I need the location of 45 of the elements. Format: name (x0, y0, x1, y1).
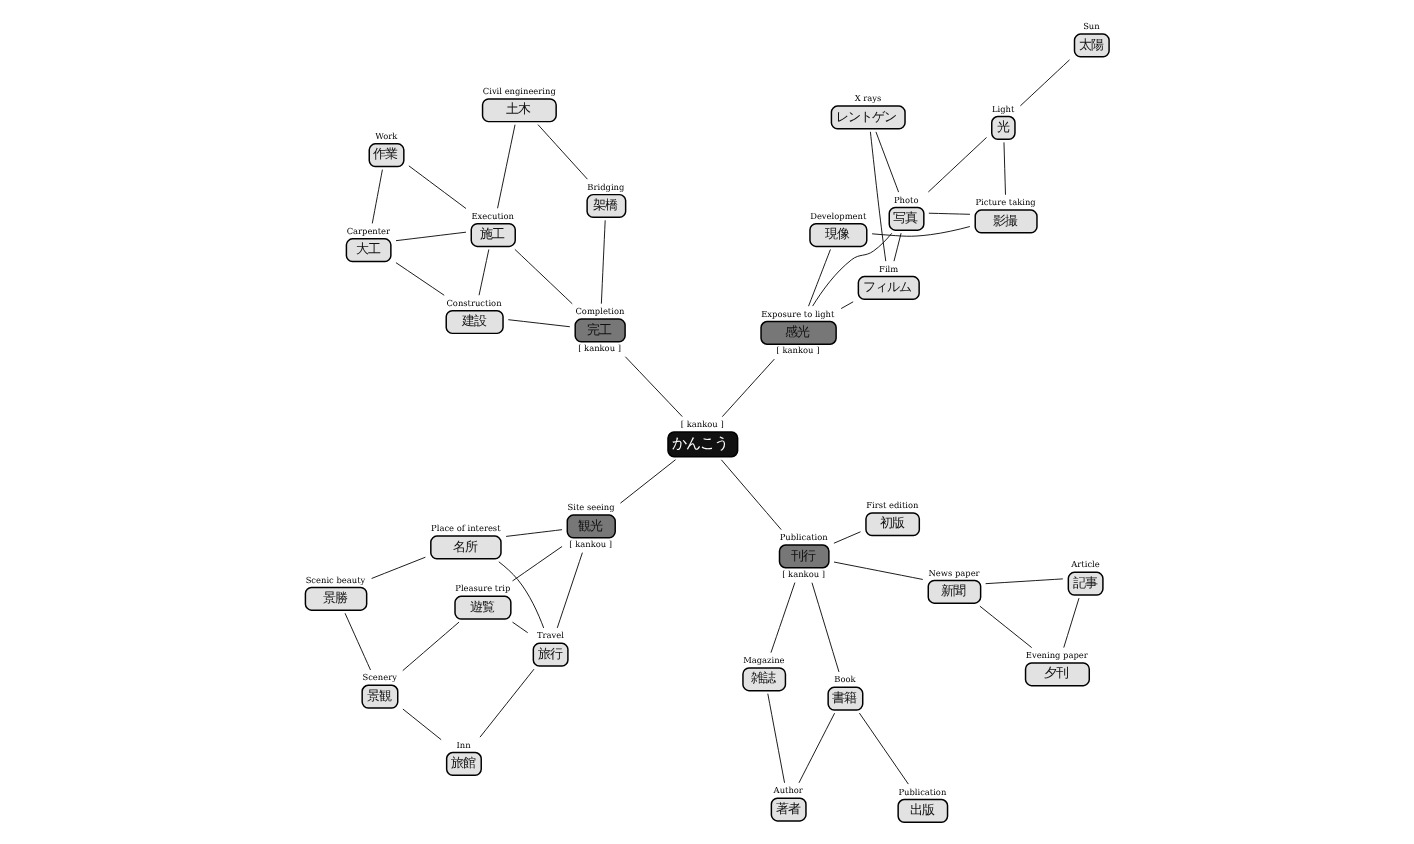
connector (507, 319, 571, 328)
connector (402, 708, 442, 741)
connector (619, 459, 676, 504)
connector (497, 124, 516, 209)
connector (871, 226, 971, 237)
connector (721, 358, 775, 418)
connector (600, 219, 606, 305)
connector (808, 248, 831, 307)
connector (537, 124, 588, 180)
connector (624, 356, 683, 418)
connector (833, 531, 861, 544)
connector (344, 612, 371, 671)
connector (478, 249, 490, 296)
connector (858, 712, 909, 785)
connector (505, 529, 563, 537)
connector (927, 137, 987, 193)
connector (869, 131, 887, 262)
connector (408, 165, 467, 209)
connector (1063, 597, 1080, 649)
connector (979, 605, 1033, 649)
connector (893, 232, 902, 262)
connector (720, 459, 782, 531)
connector (812, 232, 893, 307)
connector (514, 248, 573, 305)
connector (875, 131, 900, 193)
connector (479, 668, 535, 738)
connector (512, 546, 563, 582)
connector (512, 621, 529, 634)
connector (402, 621, 460, 672)
connector (811, 582, 840, 673)
connector (770, 582, 796, 654)
connector (1019, 59, 1071, 107)
connector (498, 561, 545, 629)
connector (556, 552, 583, 629)
connector (1003, 141, 1006, 196)
connector (798, 712, 836, 784)
connector (371, 169, 383, 224)
connector (395, 231, 467, 242)
connector (840, 301, 854, 309)
connector (833, 561, 924, 580)
connector (395, 262, 445, 296)
connector (371, 556, 426, 579)
connector (985, 578, 1064, 585)
connector (767, 693, 785, 784)
connector (928, 212, 971, 215)
